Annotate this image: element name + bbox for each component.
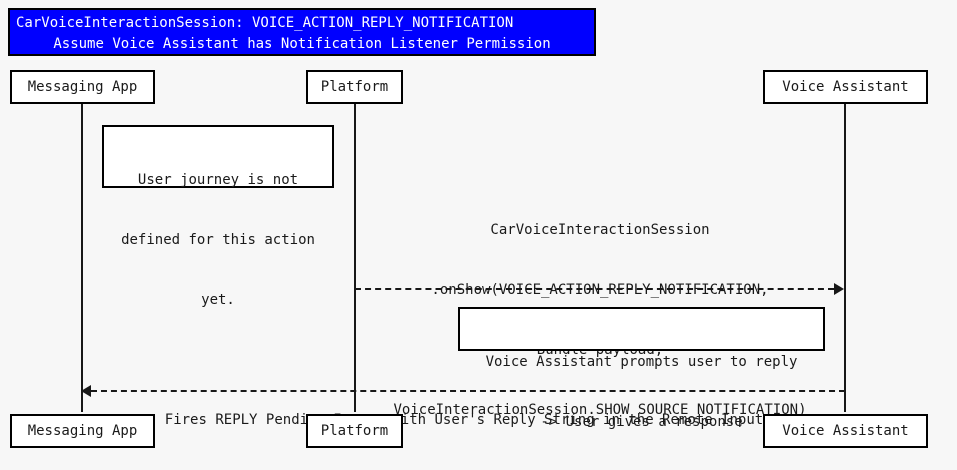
note-voice-prompt-line-2: -> User gives a response (540, 414, 743, 430)
participant-platform-bottom[interactable]: Platform (306, 414, 403, 448)
participant-messaging-app-top[interactable]: Messaging App (10, 70, 155, 104)
note-voice-prompt-line-1: Voice Assistant prompts user to reply (485, 354, 798, 370)
message-reply-pending-intent-arrow-head (81, 385, 91, 397)
message-on-show-arrow-line (355, 288, 834, 290)
note-user-journey-line-1: User journey is not (137, 172, 299, 188)
message-on-show-arrow-head (834, 283, 844, 295)
note-user-journey: User journey is not defined for this act… (102, 125, 334, 308)
participant-voice-assistant-top[interactable]: Voice Assistant (763, 70, 928, 104)
note-user-journey-line-2: defined for this action (121, 232, 315, 248)
diagram-title-line-1: CarVoiceInteractionSession: VOICE_ACTION… (16, 15, 514, 31)
message-reply-pending-intent-arrow-line (91, 390, 845, 392)
participant-messaging-app-bottom[interactable]: Messaging App (10, 414, 155, 448)
lifeline-platform (354, 104, 356, 412)
participant-voice-assistant-bottom[interactable]: Voice Assistant (763, 414, 928, 448)
lifeline-voice-assistant (844, 104, 846, 412)
message-on-show-line-4: VoiceInteractionSession.SHOW_SOURCE_NOTI… (393, 402, 807, 418)
participant-platform-top[interactable]: Platform (306, 70, 403, 104)
message-on-show-line-2: .onShow(VOICE_ACTION_REPLY_NOTIFICATION, (431, 282, 769, 298)
lifeline-messaging-app (81, 104, 83, 412)
message-reply-pending-intent-label: Fires REPLY Pending Intent with User's R… (84, 370, 844, 470)
message-on-show-line-1: CarVoiceInteractionSession (490, 222, 710, 238)
message-reply-pending-intent-line-1: Fires REPLY Pending Intent with User's R… (164, 412, 764, 428)
note-voice-prompt: Voice Assistant prompts user to reply ->… (458, 307, 825, 430)
diagram-title-line-2: Assume Voice Assistant has Notification … (53, 36, 551, 52)
note-user-journey-line-3: yet. (201, 292, 235, 308)
diagram-title-box: CarVoiceInteractionSession: VOICE_ACTION… (8, 8, 596, 56)
